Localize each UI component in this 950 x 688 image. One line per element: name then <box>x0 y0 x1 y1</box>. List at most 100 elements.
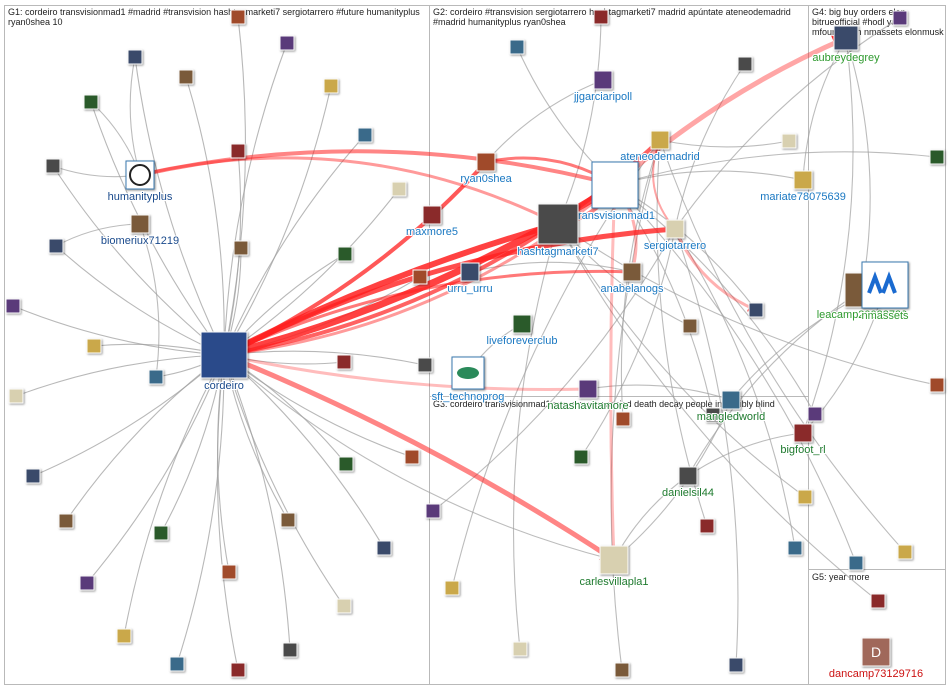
user-avatar-node[interactable] <box>417 357 433 373</box>
node-label: urru_urru <box>447 283 492 295</box>
node-danielsil44[interactable]: danielsil44 <box>661 466 715 500</box>
node-hashtagmarketi7[interactable]: hashtagmarketi7 <box>516 203 600 259</box>
user-avatar-node[interactable] <box>615 411 631 427</box>
user-avatar-node[interactable] <box>870 593 886 609</box>
user-avatar-node[interactable] <box>897 544 913 560</box>
user-avatar-node[interactable] <box>233 240 249 256</box>
node-label: sft_technoprog <box>432 391 505 403</box>
avatar-image <box>593 70 613 90</box>
edge <box>432 228 676 512</box>
user-avatar-node[interactable] <box>807 406 823 422</box>
user-avatar-node[interactable] <box>682 318 698 334</box>
user-avatar-node[interactable] <box>929 377 945 393</box>
node-sergiotarrero[interactable]: sergiotarrero <box>643 219 707 253</box>
user-avatar-node[interactable] <box>336 598 352 614</box>
user-avatar-node[interactable] <box>699 518 715 534</box>
user-avatar-node[interactable] <box>48 238 64 254</box>
user-avatar-node[interactable] <box>509 39 525 55</box>
nmassets-mark-icon <box>867 271 897 294</box>
user-avatar-node[interactable] <box>230 9 246 25</box>
node-natashavitamore[interactable]: natashavitamore <box>546 379 630 413</box>
user-avatar-node[interactable] <box>116 628 132 644</box>
user-avatar-node[interactable] <box>83 94 99 110</box>
avatar-image <box>578 379 598 399</box>
user-avatar-node[interactable] <box>336 354 352 370</box>
user-avatar-node[interactable] <box>444 580 460 596</box>
node-carlesvillapla1[interactable]: carlesvillapla1 <box>578 545 650 589</box>
user-avatar-node[interactable] <box>337 246 353 262</box>
user-avatar-node[interactable] <box>169 656 185 672</box>
node-cordeiro[interactable]: cordeiro <box>200 331 248 393</box>
transvision-logo <box>591 161 639 209</box>
user-avatar-node[interactable] <box>153 525 169 541</box>
user-avatar-node[interactable] <box>86 338 102 354</box>
user-avatar-node[interactable] <box>127 49 143 65</box>
user-avatar-node[interactable] <box>5 298 21 314</box>
user-avatar-node[interactable] <box>25 468 41 484</box>
node-anabelanogs[interactable]: anabelanogs <box>599 262 665 296</box>
user-avatar-node[interactable] <box>376 540 392 556</box>
node-jjgarciaripoll[interactable]: jjgarciaripoll <box>572 70 633 104</box>
node-biomeriux71219[interactable]: biomeriux71219 <box>100 214 180 248</box>
edge <box>65 354 225 522</box>
edge <box>557 223 938 388</box>
user-avatar-node[interactable] <box>573 449 589 465</box>
user-avatar-node[interactable] <box>781 133 797 149</box>
user-avatar-node[interactable] <box>280 512 296 528</box>
user-avatar-node[interactable] <box>748 302 764 318</box>
user-avatar-node[interactable] <box>79 575 95 591</box>
user-avatar-node[interactable] <box>614 662 630 678</box>
user-avatar-node[interactable] <box>787 540 803 556</box>
user-avatar-node[interactable] <box>357 127 373 143</box>
user-avatar-node[interactable] <box>178 69 194 85</box>
node-aubreydegrey[interactable]: aubreydegrey <box>811 25 881 65</box>
user-avatar-node[interactable] <box>404 449 420 465</box>
user-avatar-node[interactable] <box>728 657 744 673</box>
node-bigfoot_rl[interactable]: bigfoot_rl <box>779 423 827 457</box>
user-avatar-node[interactable] <box>892 10 908 26</box>
node-mariate78075639[interactable]: mariate78075639 <box>759 170 847 204</box>
edge <box>659 139 906 553</box>
user-avatar-node[interactable] <box>848 555 864 571</box>
edge <box>129 56 141 176</box>
user-avatar-node[interactable] <box>8 388 24 404</box>
edge <box>614 184 816 415</box>
node-urru_urru[interactable]: urru_urru <box>446 262 494 296</box>
user-avatar-node[interactable] <box>282 642 298 658</box>
user-avatar-node[interactable] <box>929 149 945 165</box>
edge <box>587 384 732 401</box>
node-manglesworld[interactable]: mangledworld <box>696 390 766 424</box>
node-sft_technoprog[interactable]: sft_technoprog <box>431 356 505 404</box>
user-avatar-node[interactable] <box>512 641 528 657</box>
user-avatar-node[interactable] <box>412 269 428 285</box>
node-maxmore5[interactable]: maxmore5 <box>405 205 459 239</box>
user-avatar-node[interactable] <box>593 9 609 25</box>
user-avatar-node[interactable] <box>705 407 721 423</box>
node-ateneodemadrid[interactable]: ateneodemadrid <box>619 130 701 164</box>
edge <box>674 228 740 666</box>
node-transvisionmad1[interactable]: transvisionmad1 <box>574 161 656 223</box>
user-avatar-node[interactable] <box>148 369 164 385</box>
user-avatar-node[interactable] <box>797 489 813 505</box>
edge <box>223 354 345 607</box>
edge <box>800 37 847 181</box>
user-avatar-node[interactable] <box>737 56 753 72</box>
user-avatar-node[interactable] <box>279 35 295 51</box>
node-nmassets[interactable]: nmassets <box>860 261 910 323</box>
edge <box>610 139 661 671</box>
user-avatar-node[interactable] <box>230 143 246 159</box>
user-avatar-node[interactable] <box>221 564 237 580</box>
node-label: hashtagmarketi7 <box>517 246 598 258</box>
user-avatar-node[interactable] <box>391 181 407 197</box>
user-avatar-node[interactable] <box>323 78 339 94</box>
node-humanityplus[interactable]: humanityplus <box>107 160 174 204</box>
user-avatar-node[interactable] <box>230 662 246 678</box>
edge <box>52 165 225 356</box>
user-avatar-node[interactable] <box>338 456 354 472</box>
user-avatar-node[interactable] <box>58 513 74 529</box>
node-ryan0shea[interactable]: ryan0shea <box>459 152 514 186</box>
user-avatar-node[interactable] <box>425 503 441 519</box>
node-liveforeverclub[interactable]: liveforeverclub <box>486 314 558 348</box>
user-avatar-node[interactable] <box>45 158 61 174</box>
